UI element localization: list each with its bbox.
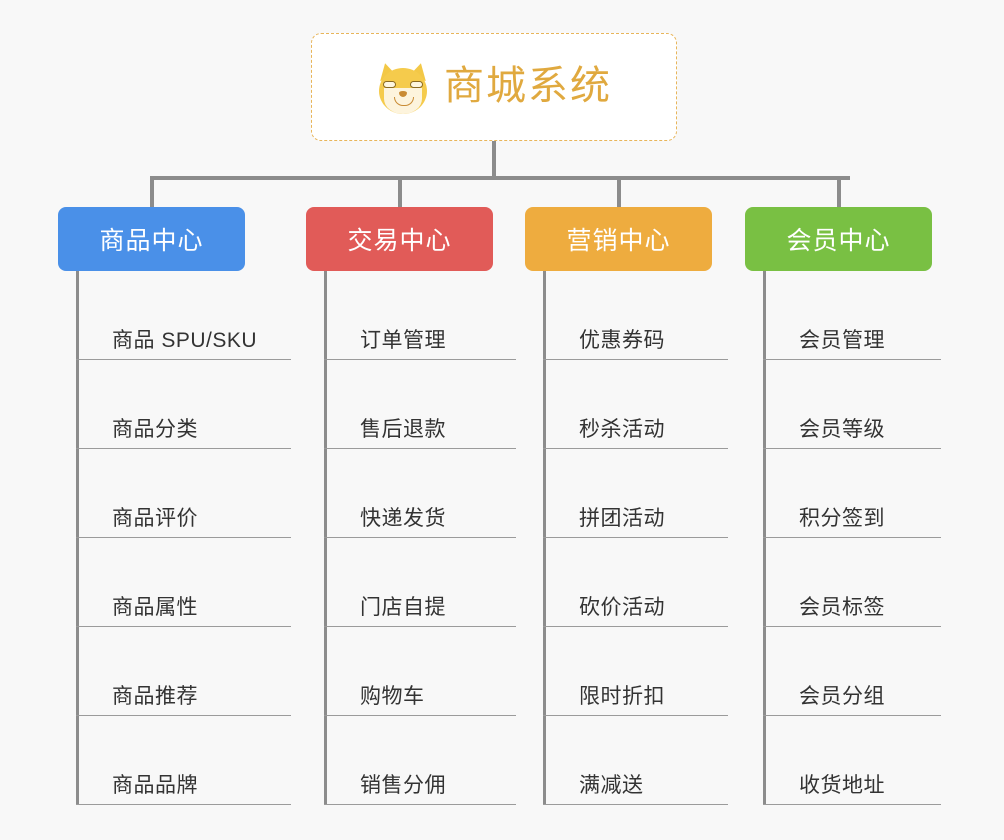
leaf-item-label: 购物车 xyxy=(360,684,425,708)
leaf-item[interactable]: 秒杀活动 xyxy=(543,360,728,449)
leaf-item[interactable]: 会员等级 xyxy=(763,360,941,449)
branch-column-1: 商品 SPU/SKU 商品分类商品评价商品属性商品推荐商品品牌 xyxy=(76,271,291,805)
branch-column-2: 订单管理售后退款快递发货门店自提购物车销售分佣 xyxy=(324,271,516,805)
leaf-item[interactable]: 售后退款 xyxy=(324,360,516,449)
leaf-item[interactable]: 门店自提 xyxy=(324,538,516,627)
connector-drop-3 xyxy=(617,176,621,209)
branch-trunk-line xyxy=(543,271,546,805)
leaf-item-label: 商品推荐 xyxy=(112,684,198,708)
leaf-item-label: 满减送 xyxy=(579,773,644,797)
branch-trunk-line xyxy=(76,271,79,805)
root-title: 商城系统 xyxy=(444,64,612,108)
leaf-item-label: 商品评价 xyxy=(112,506,198,530)
connector-root-stem xyxy=(492,141,496,178)
leaf-item-label: 商品品牌 xyxy=(112,773,198,797)
leaf-item[interactable]: 快递发货 xyxy=(324,449,516,538)
leaf-item[interactable]: 会员管理 xyxy=(763,271,941,360)
category-label: 会员中心 xyxy=(786,227,891,255)
leaf-item-label: 会员分组 xyxy=(799,684,885,708)
branch-trunk-line xyxy=(324,271,327,805)
leaf-item[interactable]: 商品品牌 xyxy=(76,716,291,805)
connector-drop-2 xyxy=(398,176,402,209)
leaf-item-label: 门店自提 xyxy=(360,595,446,619)
leaf-item[interactable]: 商品推荐 xyxy=(76,627,291,716)
leaf-item-label: 砍价活动 xyxy=(579,595,665,619)
category-box-2[interactable]: 交易中心 xyxy=(306,207,493,271)
leaf-item-label: 优惠券码 xyxy=(579,328,665,352)
leaf-item[interactable]: 会员分组 xyxy=(763,627,941,716)
category-label: 营销中心 xyxy=(566,227,671,255)
leaf-item-label: 积分签到 xyxy=(799,506,885,530)
leaf-item[interactable]: 会员标签 xyxy=(763,538,941,627)
leaf-item[interactable]: 商品分类 xyxy=(76,360,291,449)
leaf-item-label: 快递发货 xyxy=(360,506,446,530)
leaf-item[interactable]: 拼团活动 xyxy=(543,449,728,538)
leaf-item[interactable]: 收货地址 xyxy=(763,716,941,805)
leaf-item[interactable]: 限时折扣 xyxy=(543,627,728,716)
leaf-item-label: 订单管理 xyxy=(360,328,446,352)
category-box-4[interactable]: 会员中心 xyxy=(745,207,932,271)
leaf-item-label: 销售分佣 xyxy=(360,773,446,797)
leaf-item-label: 商品属性 xyxy=(112,595,198,619)
category-box-3[interactable]: 营销中心 xyxy=(525,207,712,271)
leaf-item-label: 会员等级 xyxy=(799,417,885,441)
leaf-item[interactable]: 销售分佣 xyxy=(324,716,516,805)
leaf-item-label: 售后退款 xyxy=(360,417,446,441)
leaf-item-label: 会员管理 xyxy=(799,328,885,352)
category-box-1[interactable]: 商品中心 xyxy=(58,207,245,271)
branch-column-4: 会员管理会员等级积分签到会员标签会员分组收货地址 xyxy=(763,271,941,805)
leaf-item[interactable]: 优惠券码 xyxy=(543,271,728,360)
leaf-item-label: 秒杀活动 xyxy=(579,417,665,441)
leaf-item[interactable]: 商品评价 xyxy=(76,449,291,538)
leaf-item-label: 收货地址 xyxy=(799,773,885,797)
leaf-item-label: 拼团活动 xyxy=(579,506,665,530)
category-label: 交易中心 xyxy=(347,227,452,255)
connector-drop-1 xyxy=(150,176,154,209)
leaf-item[interactable]: 订单管理 xyxy=(324,271,516,360)
leaf-item[interactable]: 购物车 xyxy=(324,627,516,716)
leaf-item[interactable]: 满减送 xyxy=(543,716,728,805)
shiba-dog-face-icon xyxy=(376,61,430,116)
connector-drop-4 xyxy=(837,176,841,209)
leaf-item-label: 商品分类 xyxy=(112,417,198,441)
leaf-item[interactable]: 商品属性 xyxy=(76,538,291,627)
branch-column-3: 优惠券码秒杀活动拼团活动砍价活动限时折扣满减送 xyxy=(543,271,728,805)
leaf-item[interactable]: 砍价活动 xyxy=(543,538,728,627)
leaf-item-label: 商品 SPU/SKU xyxy=(112,328,258,352)
leaf-item[interactable]: 商品 SPU/SKU xyxy=(76,271,291,360)
branch-trunk-line xyxy=(763,271,766,805)
connector-horizontal-bus xyxy=(150,176,850,180)
leaf-item-label: 限时折扣 xyxy=(579,684,665,708)
category-label: 商品中心 xyxy=(99,227,204,255)
leaf-item-label: 会员标签 xyxy=(799,595,885,619)
root-node-mall-system[interactable]: 商城系统 xyxy=(311,33,677,141)
leaf-item[interactable]: 积分签到 xyxy=(763,449,941,538)
